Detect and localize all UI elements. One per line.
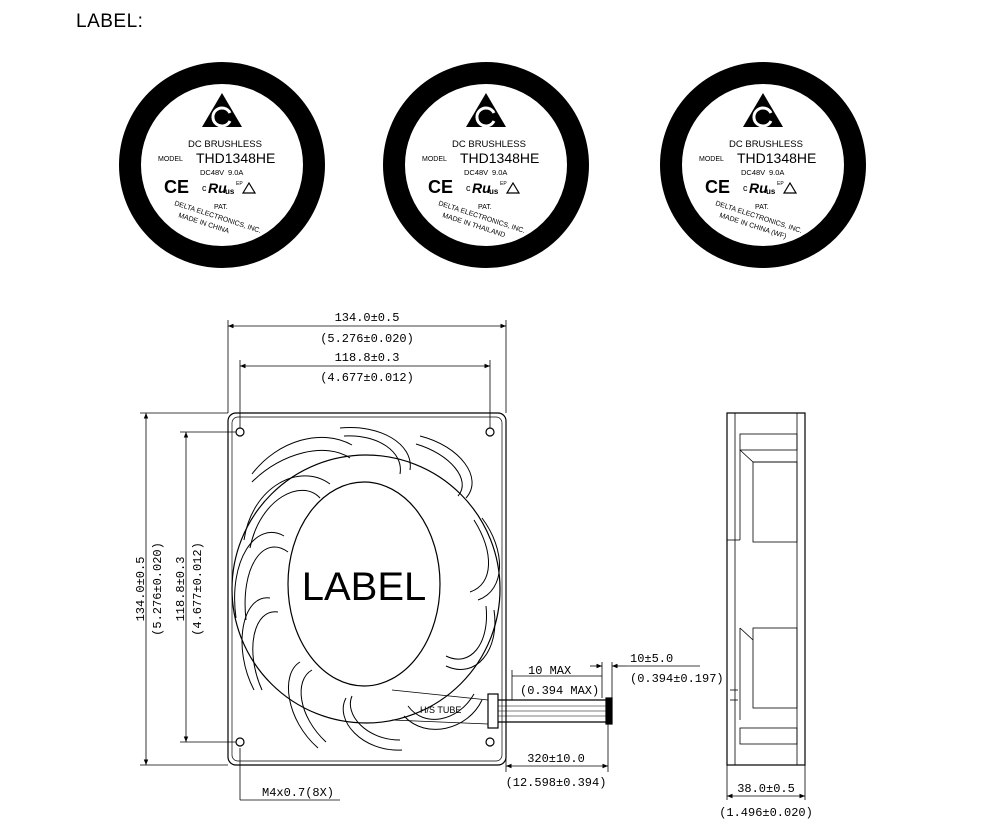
label-series: DC BRUSHLESS: [188, 139, 262, 150]
dim-tube-max-in: (0.394 MAX): [520, 684, 599, 698]
label-pat: PAT.: [214, 204, 228, 211]
dim-height-overall: 134.0±0.5: [134, 557, 148, 622]
ul-c-mark: c: [202, 183, 207, 193]
ul-us-mark: us: [225, 187, 235, 196]
ul-c-mark: c: [466, 183, 471, 193]
dim-height-pitch: 118.8±0.3: [174, 557, 188, 622]
ep-mark: EP: [236, 181, 243, 187]
label-rating-a: 9.0A: [228, 168, 243, 177]
dim-depth-in: (1.496±0.020): [719, 806, 813, 820]
label-series: DC BRUSHLESS: [452, 139, 526, 150]
mount-hole: [485, 427, 495, 437]
hub-label-area: [287, 481, 441, 687]
label-series: DC BRUSHLESS: [729, 139, 803, 150]
label-model-prefix: MODEL: [158, 156, 183, 163]
label-rating-a: 9.0A: [492, 168, 507, 177]
label-rating-v: DC48V: [741, 168, 765, 177]
dim-depth: 38.0±0.5: [737, 782, 795, 796]
dim-tube-max: 10 MAX: [528, 664, 571, 678]
dim-lead-length-in: (12.598±0.394): [506, 776, 607, 790]
dim-hole-pitch: 118.8±0.3: [335, 351, 400, 365]
ep-mark: EP: [500, 181, 507, 187]
tuv-triangle-icon: [241, 181, 257, 194]
mount-hole: [485, 737, 495, 747]
label-pat: PAT.: [478, 204, 492, 211]
dim-height-pitch-in: (4.677±0.012): [191, 542, 205, 636]
label-pat: PAT.: [755, 204, 769, 211]
ce-mark-icon: CE: [428, 177, 453, 197]
tuv-triangle-icon: [782, 181, 798, 194]
dim-width-overall-in: (5.276±0.020): [320, 332, 414, 346]
fan-frame-outline: [227, 412, 507, 766]
ul-us-mark: us: [766, 187, 776, 196]
ul-mark-icon: Ru: [749, 180, 768, 196]
label-variants: DC BRUSHLESS MODEL THD1348HE DC48V 9.0A …: [119, 62, 866, 268]
tube-label: H/S TUBE: [420, 705, 461, 715]
label-model-prefix: MODEL: [699, 156, 724, 163]
label-model: THD1348HE: [460, 150, 539, 166]
page-title: LABEL:: [76, 11, 144, 32]
ce-mark-icon: CE: [164, 177, 189, 197]
lead-dimension-lines: [239, 662, 700, 801]
label-rating-a: 9.0A: [769, 168, 784, 177]
lead-grommet: [487, 693, 499, 729]
dim-strip-in: (0.394±0.197): [630, 672, 724, 686]
side-frame-outline: [726, 412, 806, 766]
ul-mark-icon: Ru: [472, 180, 491, 196]
top-dimension-lines: [227, 320, 507, 428]
tuv-triangle-icon: [505, 181, 521, 194]
fan-bore-outline: [231, 454, 501, 724]
dim-strip: 10±5.0: [630, 652, 673, 666]
dim-height-overall-in: (5.276±0.020): [151, 542, 165, 636]
mount-hole: [235, 427, 245, 437]
label-rating-v: DC48V: [200, 168, 224, 177]
front-view: [227, 412, 613, 766]
mount-hole: [235, 737, 245, 747]
left-dimension-lines: [140, 412, 236, 766]
label-model: THD1348HE: [737, 150, 816, 166]
hub-label-text: LABEL: [302, 565, 427, 609]
fan-blades: [234, 426, 500, 751]
label-model: THD1348HE: [196, 150, 275, 166]
side-view: [726, 412, 806, 766]
dim-hole-pitch-in: (4.677±0.012): [320, 371, 414, 385]
dim-screw: M4x0.7(8X): [262, 786, 334, 800]
side-dimension-lines: [726, 765, 806, 800]
ce-mark-icon: CE: [705, 177, 730, 197]
ul-mark-icon: Ru: [208, 180, 227, 196]
label-rating-v: DC48V: [464, 168, 488, 177]
ep-mark: EP: [777, 181, 784, 187]
dim-lead-length: 320±10.0: [527, 752, 585, 766]
label-model-prefix: MODEL: [422, 156, 447, 163]
dim-width-overall: 134.0±0.5: [335, 311, 400, 325]
ul-c-mark: c: [743, 183, 748, 193]
ul-us-mark: us: [489, 187, 499, 196]
